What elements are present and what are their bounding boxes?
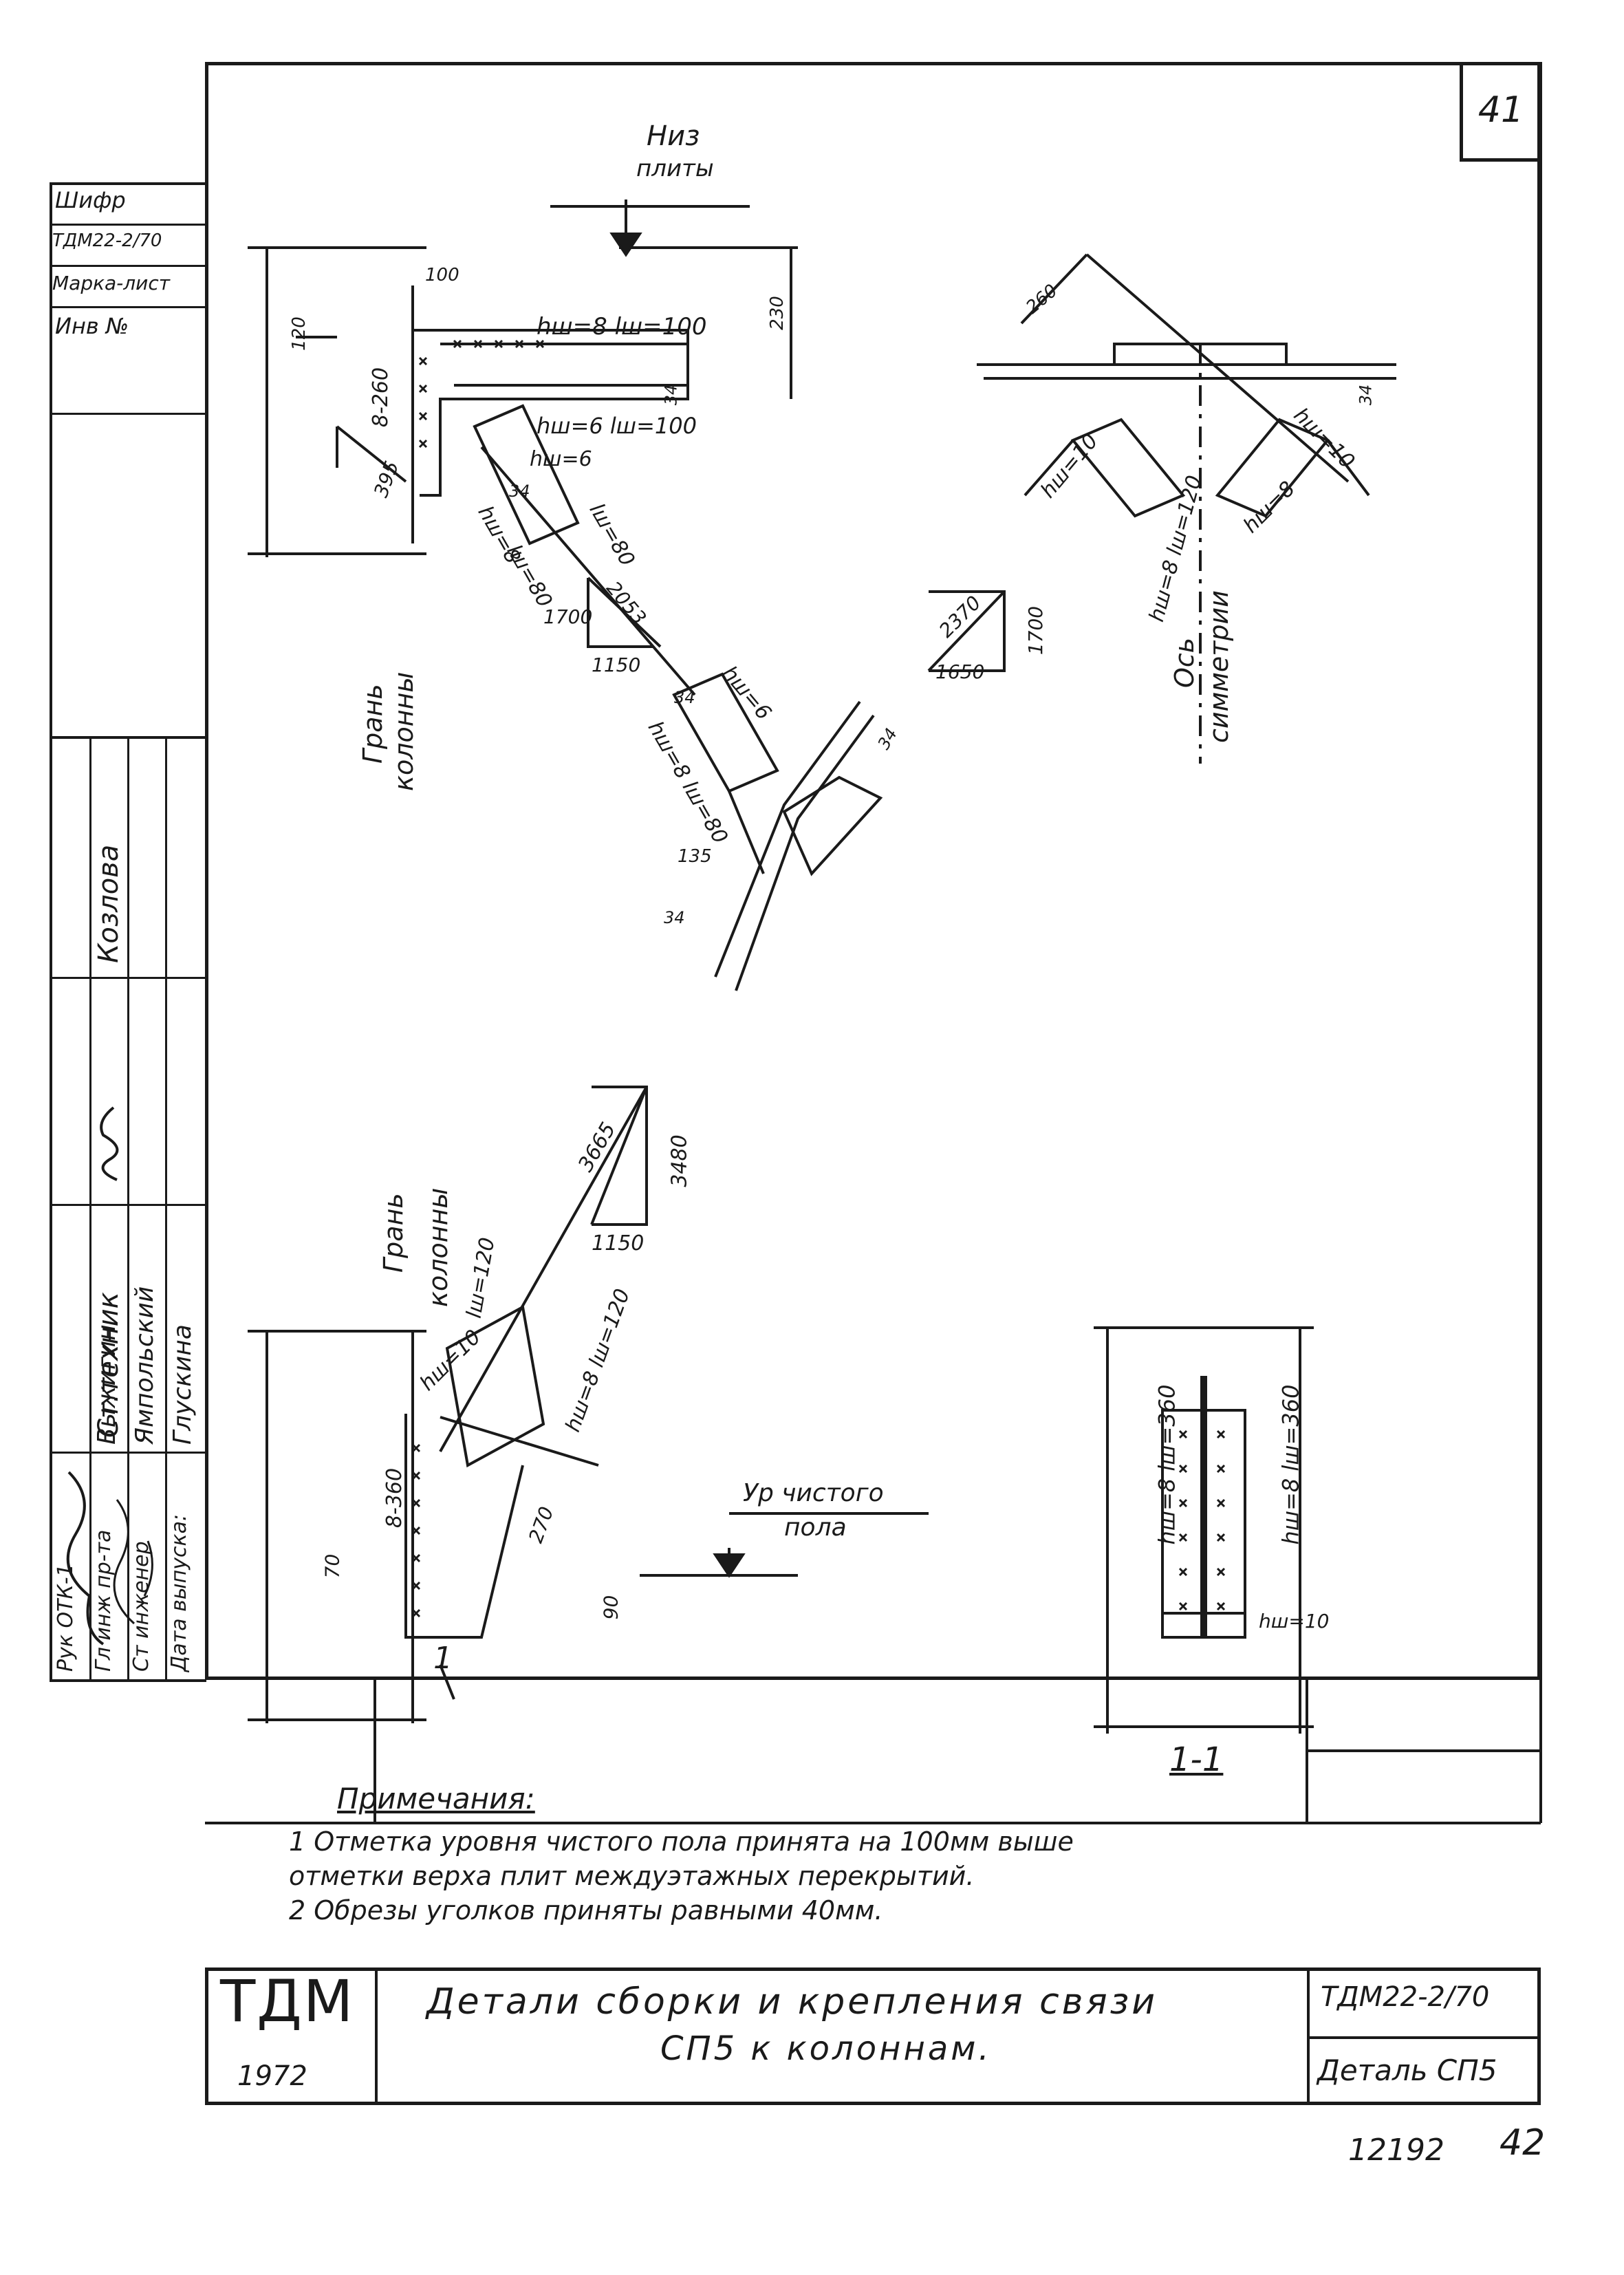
cipher-value: ТДМ22-2/70 — [52, 230, 162, 251]
inv-label: Инв № — [55, 313, 129, 339]
column-face-label: Грань — [358, 684, 388, 764]
note-line-1: 1 Отметка уровня чистого пола принята на… — [289, 1826, 1074, 1857]
dim-8-260: 8-260 — [369, 367, 393, 428]
symmetry-axis-label-2: симметрии — [1204, 590, 1234, 743]
slope2-horizontal: 1650 — [935, 660, 985, 683]
slab-bottom-label: Низ — [647, 120, 700, 152]
cipher-label: Шифр — [55, 187, 126, 213]
section-mark: 1 — [433, 1641, 453, 1676]
signature-scribble — [55, 1458, 165, 1654]
stamp-column-line — [89, 736, 91, 1682]
note-line-3: 2 Обрезы уголков приняты равными 40мм. — [289, 1895, 883, 1926]
title-block-divider — [1307, 2036, 1541, 2039]
dim-34-a: 34 — [661, 384, 681, 406]
stamp-column-line — [127, 736, 129, 1682]
dim-34-f: 34 — [664, 908, 685, 927]
weld-w1: hш=8 lш=100 — [537, 313, 707, 341]
title-block-divider — [375, 1967, 378, 2105]
archive-number: 12192 — [1348, 2133, 1444, 2168]
slope3-horizontal: 1150 — [592, 1231, 645, 1255]
signature-icon — [66, 1471, 153, 1646]
floor-level-label-2: пола — [784, 1513, 847, 1542]
note-line-2: отметки верха плит междуэтажных перекрыт… — [289, 1861, 975, 1891]
dim-100: 100 — [425, 265, 459, 285]
dim-70: 70 — [321, 1553, 344, 1579]
dim-34-c: 34 — [1356, 384, 1376, 406]
drawing-title-line-1: Детали сборки и крепления связи — [426, 1981, 1158, 2023]
section-label: 1-1 — [1169, 1740, 1224, 1779]
drawing-code: ТДМ22-2/70 — [1321, 1981, 1490, 2013]
dim-230: 230 — [766, 296, 788, 330]
dim-135: 135 — [678, 846, 712, 867]
weld-w17: hш=8 lш=360 — [1277, 1384, 1304, 1545]
dim-34-b: 34 — [509, 482, 530, 501]
slope1-vertical: 1700 — [543, 605, 593, 628]
drawing-title-line-2: СП5 к колоннам. — [660, 2029, 992, 2068]
signature-mark — [89, 1101, 131, 1183]
stamp-divider — [50, 224, 206, 226]
stamp-divider — [50, 265, 206, 267]
dim-90: 90 — [599, 1595, 622, 1620]
stamp-divider — [50, 413, 206, 415]
floor-level-label: Ур чистого — [743, 1479, 884, 1507]
column-face-label-lower: Грань — [378, 1193, 409, 1273]
detail-label: Деталь СП5 — [1317, 2053, 1497, 2087]
column-face-label-2: колонны — [389, 671, 419, 791]
page-number: 42 — [1500, 2122, 1546, 2164]
stamp-divider — [50, 306, 206, 308]
sheet-number: 41 — [1460, 65, 1539, 162]
mark-label: Марка-лист — [52, 272, 171, 294]
weld-w3: hш=6 — [530, 447, 592, 471]
symmetry-axis-label: Ось — [1169, 637, 1200, 688]
weld-w18: hш=10 — [1259, 1610, 1330, 1632]
signature-icon — [100, 1106, 119, 1181]
org-year: 1972 — [237, 2060, 307, 2092]
column-face-label-lower-2: колонны — [423, 1187, 453, 1307]
weld-w16: hш=8 lш=360 — [1154, 1384, 1180, 1545]
notes-title: Примечания: — [337, 1782, 535, 1815]
slope3-vertical: 3480 — [667, 1134, 692, 1187]
slab-bottom-label-2: плиты — [636, 155, 714, 182]
org-logo: ТДМ — [220, 1967, 355, 2035]
dim-34-d: 34 — [674, 688, 695, 707]
weld-w2: hш=6 lш=100 — [537, 413, 697, 439]
slope2-vertical: 1700 — [1024, 605, 1048, 656]
stamp-column-line — [165, 736, 167, 1682]
slope1-horizontal: 1150 — [592, 654, 641, 676]
dim-120: 120 — [288, 316, 310, 351]
dim-8-360: 8-360 — [382, 1467, 407, 1529]
